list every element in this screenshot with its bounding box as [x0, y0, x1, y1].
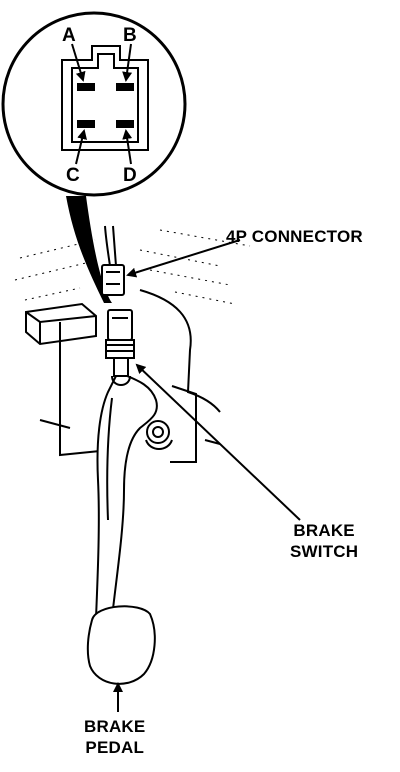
background-hatching: [14, 229, 251, 305]
wire-harness: [104, 225, 117, 267]
pin-c: [77, 120, 95, 128]
connector-pins: [77, 83, 134, 128]
pin-a: [77, 83, 95, 91]
arrow-a: [71, 43, 86, 82]
label-brake-switch-line1: BRAKE: [293, 521, 355, 540]
pin-arrows: [71, 43, 133, 165]
label-brake-switch: BRAKE SWITCH: [290, 520, 358, 562]
pin-b: [116, 83, 134, 91]
connector-face: [61, 45, 149, 151]
pin-label-b: B: [123, 25, 137, 46]
pedal-arm: [94, 370, 158, 619]
arrow-c: [75, 129, 87, 165]
arrow-d: [122, 129, 133, 165]
label-brake-pedal-line1: BRAKE: [84, 717, 146, 736]
label-brake-pedal: BRAKE PEDAL: [84, 716, 145, 758]
label-4p-connector: 4P CONNECTOR: [226, 227, 363, 246]
pin-label-c: C: [66, 165, 80, 186]
connector-detail-circle: [1, 11, 187, 197]
callout-leaders: [113, 239, 301, 712]
arrow-b: [122, 43, 133, 82]
leader-4p-connector: [126, 239, 241, 278]
brake-switch-body: [105, 309, 135, 386]
zoom-callout-wedge: [66, 196, 112, 303]
pivot-bolt: [145, 420, 173, 450]
leader-brake-switch: [135, 363, 301, 521]
label-brake-switch-line2: SWITCH: [290, 542, 359, 561]
support-plate: [39, 289, 221, 463]
pin-d: [116, 120, 134, 128]
pedal-pad: [86, 605, 156, 685]
label-brake-pedal-line2: PEDAL: [85, 738, 145, 757]
pin-label-a: A: [62, 25, 76, 46]
4p-connector-body: [101, 264, 125, 296]
pin-label-d: D: [123, 165, 137, 186]
